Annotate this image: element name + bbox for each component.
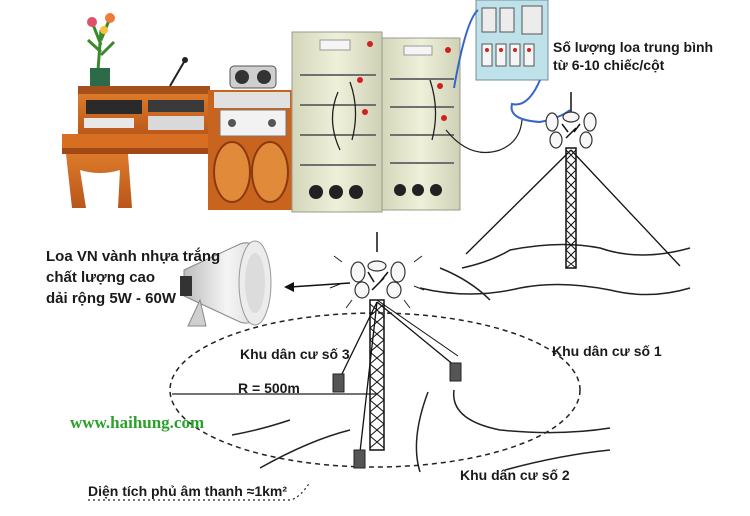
coverage-underline <box>0 0 750 511</box>
diagram-canvas: Số lượng loa trung bình từ 6-10 chiếc/cộ… <box>0 0 750 511</box>
